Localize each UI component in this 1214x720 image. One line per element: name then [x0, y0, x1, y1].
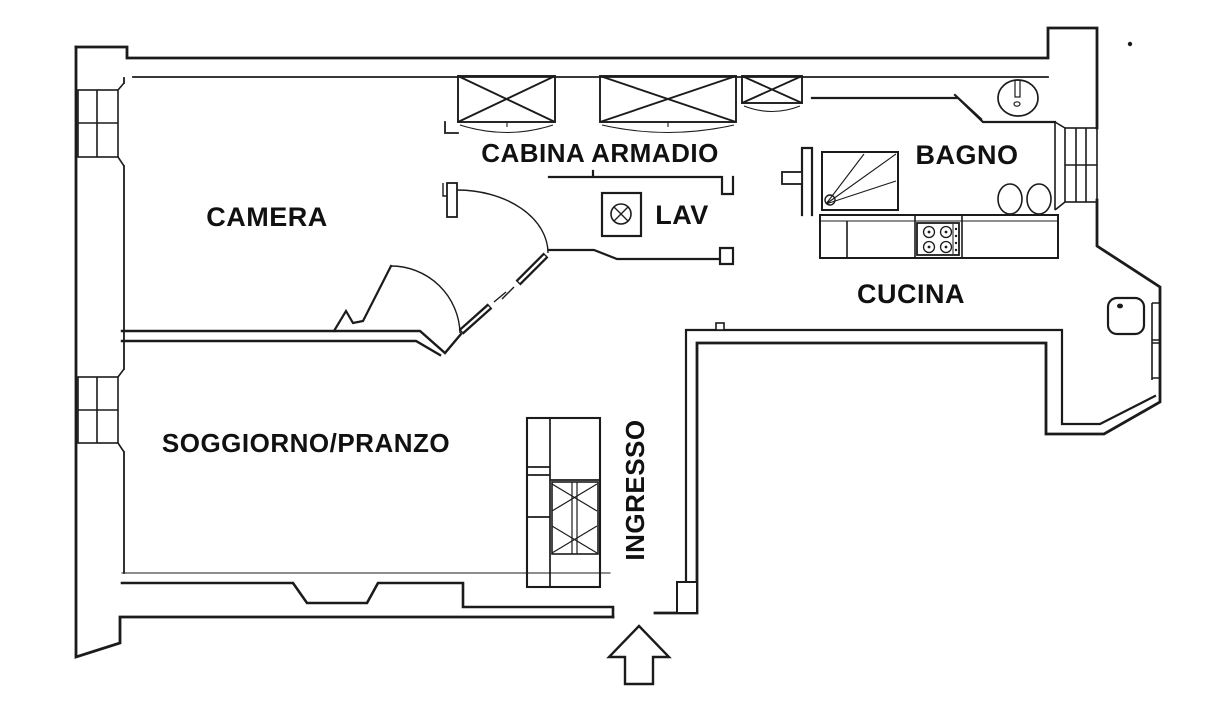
cooktop-icon — [916, 222, 960, 256]
toilet-icon — [997, 183, 1023, 215]
wall-bagno-west — [800, 146, 814, 217]
window-camera — [77, 82, 125, 167]
plot-dot — [1127, 41, 1133, 47]
wall-soggiorno-south — [120, 581, 615, 619]
wall-lav-south — [547, 246, 735, 266]
room-label-soggiorno-pranzo: SOGGIORNO/PRANZO — [162, 428, 450, 458]
window-bagno — [1054, 121, 1098, 211]
bidet-icon — [1026, 183, 1052, 215]
room-label-cabina-armadio: CABINA ARMADIO — [481, 138, 719, 168]
exterior-wall-top — [74, 26, 1099, 130]
wall-closet-stub — [444, 121, 459, 134]
door-leaf — [501, 252, 549, 300]
wall-camera-soggiorno — [120, 329, 463, 357]
room-label-lav: LAV — [655, 200, 709, 230]
wall-bagno-door-stub — [781, 171, 803, 185]
wall-camera-door-jamb — [332, 264, 393, 333]
entrance-cabinet — [525, 416, 602, 589]
door-swing-arc — [390, 265, 461, 334]
window-soggiorno — [77, 368, 125, 453]
wardrobe-unit-icon — [457, 75, 556, 134]
door-swing-arc — [456, 189, 549, 254]
window-bay — [1151, 302, 1160, 380]
room-label-bagno: BAGNO — [916, 140, 1019, 170]
room-label-camera: CAMERA — [206, 202, 328, 232]
room-label-ingresso: INGRESSO — [620, 419, 650, 560]
washing-machine-icon — [600, 191, 643, 238]
wall-entrance-step — [676, 581, 698, 614]
wall-lav-north — [547, 169, 735, 196]
wall-courtyard-notch — [715, 322, 725, 331]
washbasin-icon — [997, 79, 1039, 117]
water-heater-icon — [1106, 296, 1146, 336]
door-hinge-post — [442, 182, 458, 218]
exterior-wall-right-courtyard — [653, 198, 1162, 615]
wardrobe-unit-icon — [741, 75, 803, 113]
room-label-cucina: CUCINA — [857, 279, 965, 309]
wall-kitchen-inner-face — [684, 328, 1157, 584]
wall-bagno-north — [810, 93, 1057, 124]
door-leaf — [458, 291, 507, 335]
wardrobe-unit-icon — [599, 75, 737, 134]
kitchen-counter — [819, 214, 1059, 259]
shower-icon — [821, 151, 899, 211]
entrance-arrow-icon — [606, 624, 672, 686]
exterior-wall-left-bottom — [74, 45, 615, 659]
